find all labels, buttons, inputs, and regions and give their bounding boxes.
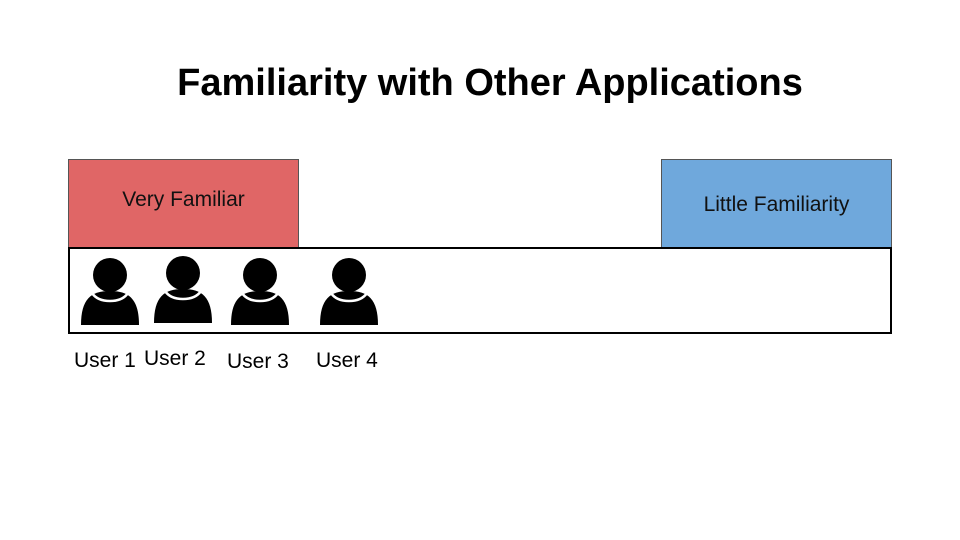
user-2-person-icon	[154, 256, 212, 323]
user-1-person-icon	[81, 258, 139, 325]
very-familiar-label: Very Familiar	[122, 188, 245, 211]
little-familiarity-label-box: Little Familiarity	[661, 159, 892, 248]
user-3-person-icon	[231, 258, 289, 325]
user-1-label: User 1	[74, 349, 136, 372]
user-3-label: User 3	[227, 350, 289, 373]
user-4-label: User 4	[316, 349, 378, 372]
little-familiarity-label: Little Familiarity	[703, 193, 850, 216]
slide-title: Familiarity with Other Applications	[177, 62, 803, 104]
very-familiar-label-box: Very Familiar	[68, 159, 299, 248]
user-2-label: User 2	[144, 347, 206, 370]
user-4-person-icon	[320, 258, 378, 325]
